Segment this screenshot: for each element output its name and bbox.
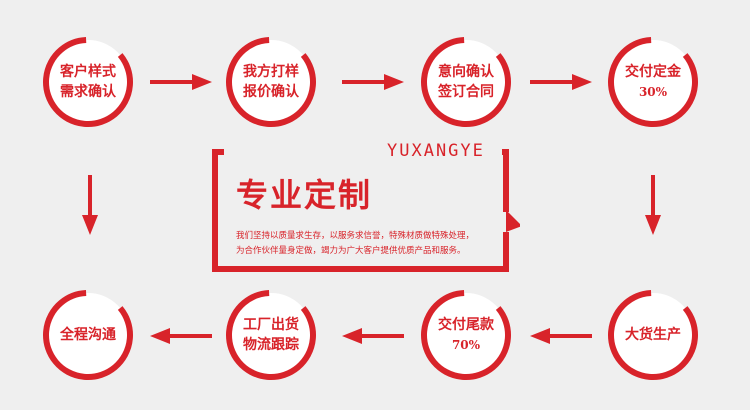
step-label-line1: 客户样式 [60, 64, 116, 80]
step-label-line2: 70% [451, 338, 481, 352]
arrow-left-icon [530, 328, 592, 344]
ring-icon [608, 37, 698, 127]
center-description-line2: 为合作伙伴量身定做，竭力为广大客户提供优质产品和服务。 [236, 246, 466, 256]
arrow-left-icon [150, 328, 212, 344]
arrow-right-icon [150, 74, 212, 90]
ring-icon [226, 290, 316, 380]
arrow-right-icon [342, 74, 404, 90]
arrow-down-icon [82, 175, 98, 235]
ring-icon [608, 290, 698, 380]
step-label-line2: 30% [638, 85, 668, 99]
step-mass-production: 大货生产 [605, 287, 701, 383]
arrow-left-icon [342, 328, 404, 344]
step-label-line2: 需求确认 [60, 84, 116, 100]
ring-icon [43, 37, 133, 127]
center-description-line1: 我们坚持以质量求生存，以服务求信誉，特殊材质做特殊处理， [236, 231, 475, 241]
step-intent-contract: 意向确认签订合同 [418, 34, 514, 130]
step-label-line1: 全程沟通 [60, 327, 116, 343]
step-label-line1: 工厂出货 [243, 317, 299, 333]
arrow-right-icon [530, 74, 592, 90]
step-shipping-logistics: 工厂出货物流跟踪 [223, 287, 319, 383]
center-frame [212, 149, 520, 272]
step-final-payment: 交付尾款 70% [418, 287, 514, 383]
step-label-line2: 签订合同 [438, 84, 494, 100]
step-sample-quote: 我方打样报价确认 [223, 34, 319, 130]
step-deposit: 交付定金 30% [605, 34, 701, 130]
center-title: 专业定制 [236, 176, 373, 214]
step-full-communication: 全程沟通 [40, 287, 136, 383]
step-label-line1: 交付定金 [625, 64, 681, 80]
ring-icon [43, 290, 133, 380]
step-label-line2: 报价确认 [243, 84, 299, 100]
ring-icon [226, 37, 316, 127]
ring-icon [421, 37, 511, 127]
step-label-line1: 交付尾款 [438, 317, 494, 333]
brand-name: YUXANGYE [381, 141, 491, 161]
step-label-line2: 物流跟踪 [243, 337, 299, 353]
step-label-line1: 意向确认 [438, 64, 494, 80]
step-customer-sample: 客户样式需求确认 [40, 34, 136, 130]
ring-icon [421, 290, 511, 380]
step-label-line1: 我方打样 [243, 64, 299, 80]
arrow-down-icon [645, 175, 661, 235]
step-label-line1: 大货生产 [625, 327, 681, 343]
